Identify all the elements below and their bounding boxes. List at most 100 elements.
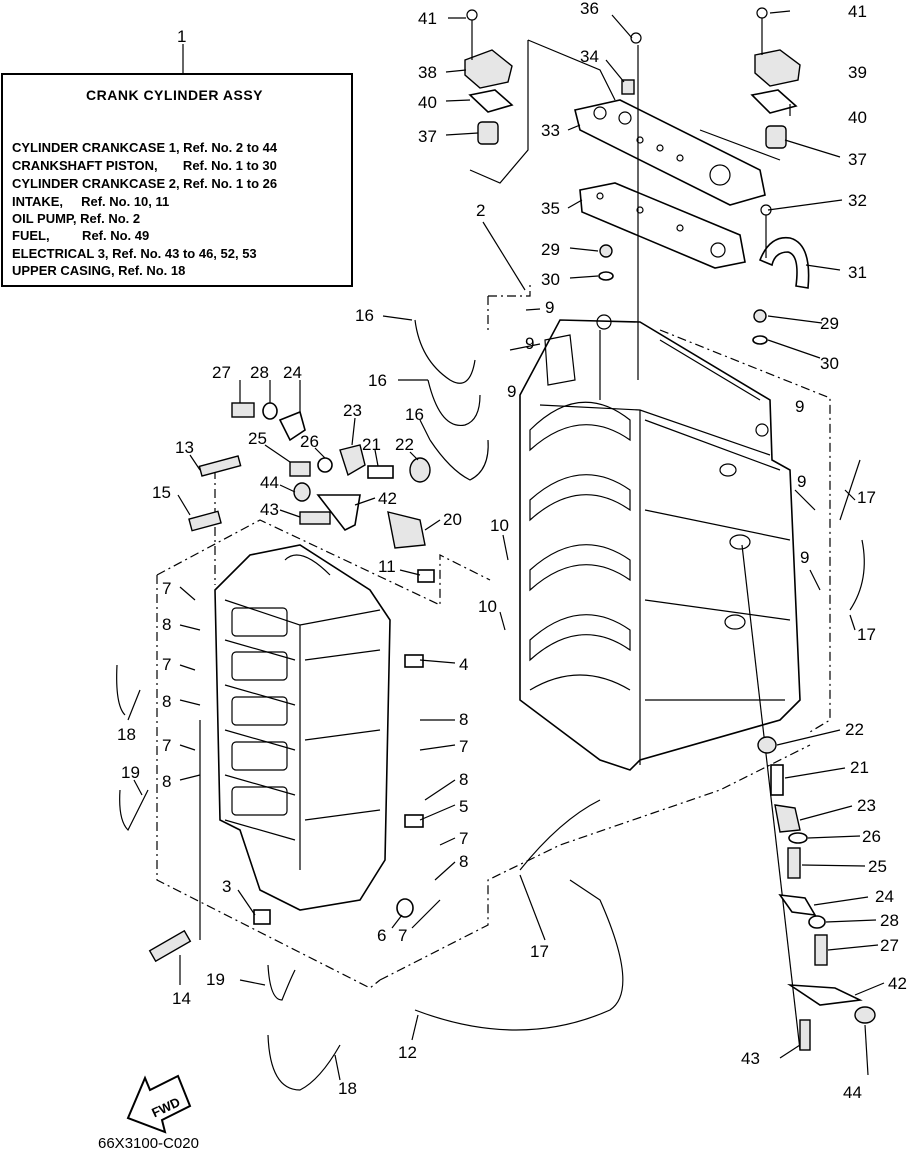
callout-7b: 7 [162, 655, 171, 674]
callout-36: 36 [580, 0, 599, 18]
callout-27: 27 [212, 363, 231, 382]
callout-30b: 30 [820, 354, 839, 373]
cover-plate-33 [574, 99, 766, 206]
callout-18a: 18 [117, 725, 136, 744]
callout-40: 40 [418, 93, 437, 112]
callout-5: 5 [459, 797, 468, 816]
box-line-3: CYLINDER CRANKCASE 2, Ref. No. 1 to 26 [12, 176, 277, 191]
callout-33: 33 [541, 121, 560, 140]
callout-23: 23 [343, 401, 362, 420]
callout-7e: 7 [459, 829, 468, 848]
callout-15: 15 [152, 483, 171, 502]
callout-41: 41 [418, 9, 437, 28]
callout-24: 24 [283, 363, 302, 382]
callout-37: 37 [418, 127, 437, 146]
callout-19a: 19 [121, 763, 140, 782]
callout-28b: 28 [880, 911, 899, 930]
callout-25b: 25 [868, 857, 887, 876]
callout-13: 13 [175, 438, 194, 457]
callout-16b: 16 [368, 371, 387, 390]
cylinder-crankcase-2 [214, 544, 391, 911]
callout-41b: 41 [848, 2, 867, 21]
callout-9c: 9 [507, 382, 516, 401]
right-fittings [741, 544, 876, 1051]
callout-8c: 8 [459, 710, 468, 729]
callout-17a: 17 [857, 488, 876, 507]
grommet-37b [765, 125, 787, 149]
callout-29: 29 [541, 240, 560, 259]
callout-10a: 10 [490, 516, 509, 535]
callout-9e: 9 [797, 472, 806, 491]
callout-26b: 26 [862, 827, 881, 846]
callout-19b: 19 [206, 970, 225, 989]
plug-29 [598, 244, 768, 345]
callout-28: 28 [250, 363, 269, 382]
sensor-39 [754, 7, 801, 87]
box-line-8: UPPER CASING, Ref. No. 18 [12, 263, 185, 278]
callout-8b: 8 [162, 692, 171, 711]
box-line-6: FUEL, Ref. No. 49 [12, 228, 149, 243]
callout-10b: 10 [478, 597, 497, 616]
callout-42: 42 [378, 489, 397, 508]
callout-22b: 22 [845, 720, 864, 739]
callout-31: 31 [848, 263, 867, 282]
callout-17c: 17 [530, 942, 549, 961]
left-fittings [148, 402, 435, 963]
clamp-31 [758, 204, 810, 289]
callout-44: 44 [260, 473, 279, 492]
bolt-36 [630, 32, 642, 44]
box-line-2: CRANKSHAFT PISTON, Ref. No. 1 to 30 [12, 158, 277, 173]
box-line-7: ELECTRICAL 3, Ref. No. 43 to 46, 52, 53 [12, 246, 257, 261]
callout-20: 20 [443, 510, 462, 529]
box-line-5: OIL PUMP, Ref. No. 2 [12, 211, 140, 226]
callout-43b: 43 [741, 1049, 760, 1068]
box-line-1: CYLINDER CRANKCASE 1, Ref. No. 2 to 44 [12, 140, 278, 155]
hoses [116, 319, 865, 1091]
callout-8e: 8 [459, 770, 468, 789]
fwd-label: FWD [149, 1094, 182, 1120]
reference-box: 1 CRANK CYLINDER ASSY CYLINDER CRANKCASE… [1, 27, 353, 287]
box-line-4: INTAKE, Ref. No. 10, 11 [12, 194, 169, 209]
callout-38: 38 [418, 63, 437, 82]
callout-7f: 7 [398, 926, 407, 945]
callout-27b: 27 [880, 936, 899, 955]
callout-24b: 24 [875, 887, 894, 906]
callout-22: 22 [395, 435, 414, 454]
gasket-40b [750, 89, 798, 114]
callout-43: 43 [260, 500, 279, 519]
gasket-35 [579, 182, 746, 269]
callout-16a: 16 [355, 306, 374, 325]
callout-8a: 8 [162, 615, 171, 634]
callout-9a: 9 [545, 298, 554, 317]
callout-30: 30 [541, 270, 560, 289]
callout-32: 32 [848, 191, 867, 210]
callout-numbers: 41 36 41 38 34 39 40 40 37 33 37 2 35 32… [117, 0, 907, 1102]
callout-44b: 44 [843, 1083, 862, 1102]
grommet-37a [477, 121, 499, 145]
callout-12: 12 [398, 1043, 417, 1062]
callout-7a: 7 [162, 579, 171, 598]
callout-14: 14 [172, 989, 191, 1008]
callout-3: 3 [222, 877, 231, 896]
callout-29b: 29 [820, 314, 839, 333]
fwd-arrow-icon: FWD [126, 1074, 192, 1134]
callout-8d: 8 [162, 772, 171, 791]
callout-6: 6 [377, 926, 386, 945]
box-callout-number: 1 [177, 27, 186, 46]
assembly-boundaries [156, 283, 831, 989]
callout-25: 25 [248, 429, 267, 448]
callout-23b: 23 [857, 796, 876, 815]
leader-lines [127, 10, 885, 1081]
callout-21b: 21 [850, 758, 869, 777]
callout-37b: 37 [848, 150, 867, 169]
pin-34 [621, 79, 635, 95]
callout-34: 34 [580, 47, 599, 66]
callout-11: 11 [378, 557, 396, 576]
callout-9f: 9 [800, 548, 809, 567]
callout-8f: 8 [459, 852, 468, 871]
drawing-code: 66X3100-C020 [98, 1135, 199, 1152]
callout-21: 21 [362, 435, 381, 454]
callout-2: 2 [476, 201, 485, 220]
